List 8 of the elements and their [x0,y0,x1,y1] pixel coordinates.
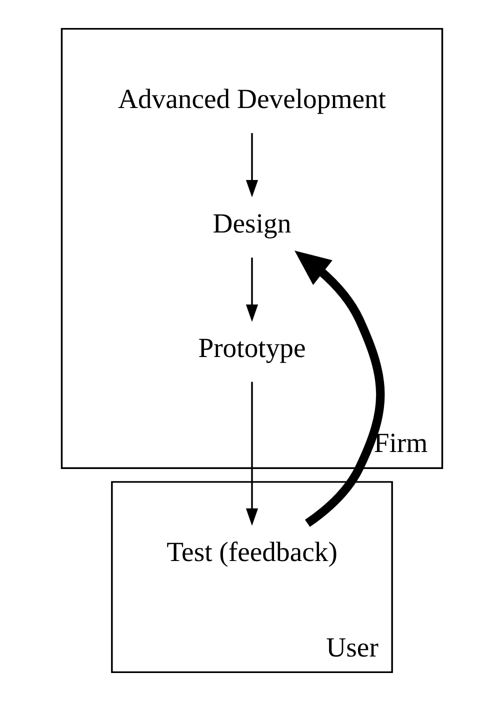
node-text: Test (feedback) [166,536,338,568]
node-text: Prototype [198,332,306,364]
node-text: Design [212,208,292,239]
arrow [294,250,385,527]
node-text: Advanced Development [118,83,386,114]
arrow [246,133,258,198]
arrow [246,258,258,322]
arrow [246,382,258,526]
